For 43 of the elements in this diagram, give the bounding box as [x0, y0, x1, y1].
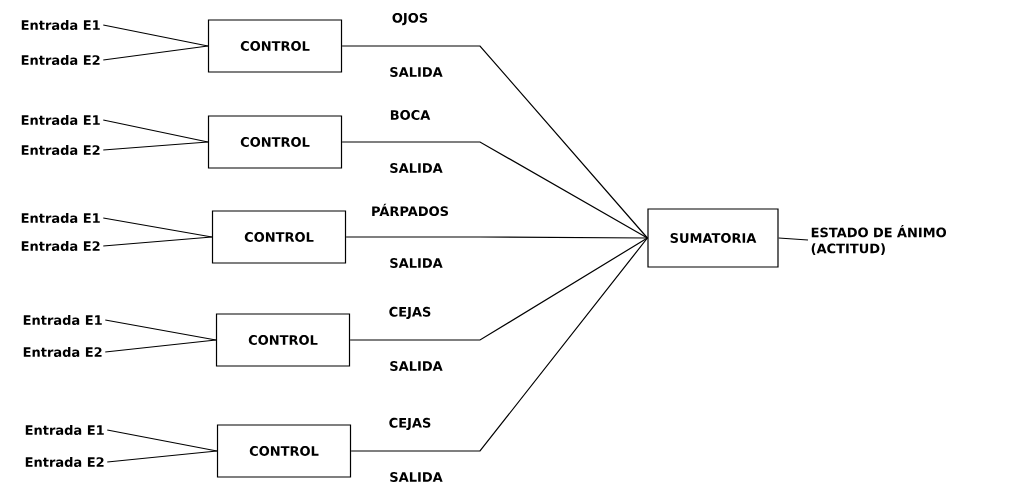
connector-line — [106, 429, 218, 452]
connector-line — [102, 217, 213, 238]
edge-label: CEJAS — [387, 416, 433, 432]
connector-line — [341, 141, 648, 239]
connector-line — [345, 236, 648, 239]
input-text: Entrada E2 — [23, 346, 102, 358]
connector-line — [104, 319, 217, 341]
edge-label: BOCA — [388, 109, 432, 121]
connector-line — [350, 237, 648, 452]
control-box: CONTROL — [215, 313, 351, 367]
connector-line — [349, 237, 648, 341]
input-text: Entrada E2 — [21, 54, 100, 66]
input-text: Entrada E2 — [21, 144, 100, 156]
output-label: SALIDA — [390, 67, 443, 77]
input-text: Entrada E1 — [25, 424, 104, 436]
control-box: CONTROL — [211, 210, 347, 264]
connector-line — [102, 141, 209, 151]
connector-line — [102, 119, 209, 143]
edge-label: PÁRPADOS — [370, 202, 450, 218]
output-label: SALIDA — [390, 472, 443, 482]
control-box: CONTROL — [216, 424, 352, 478]
connector-line — [102, 236, 213, 247]
connector-line — [778, 237, 809, 241]
connector-line — [102, 45, 209, 61]
edge-label: OJOS — [390, 11, 430, 27]
input-text: Entrada E2 — [25, 456, 104, 468]
input-text: Entrada E1 — [21, 212, 100, 224]
control-box: CONTROL — [207, 115, 343, 169]
output-label: SALIDA — [390, 361, 443, 371]
output-text: ESTADO DE ÁNIMO (ACTITUD) — [811, 225, 946, 255]
output-label: SALIDA — [390, 163, 443, 173]
input-text: Entrada E1 — [21, 19, 100, 31]
output-label: SALIDA — [390, 258, 443, 268]
control-box: CONTROL — [207, 19, 343, 73]
input-text: Entrada E1 — [21, 114, 100, 126]
summation-box: SUMATORIA — [647, 208, 779, 268]
connector-line — [106, 450, 218, 463]
input-text: Entrada E1 — [23, 314, 102, 326]
connector-line — [341, 45, 648, 239]
edge-label: CEJAS — [387, 305, 433, 321]
connector-line — [102, 24, 209, 47]
input-text: Entrada E2 — [21, 240, 100, 252]
connector-line — [104, 339, 217, 353]
